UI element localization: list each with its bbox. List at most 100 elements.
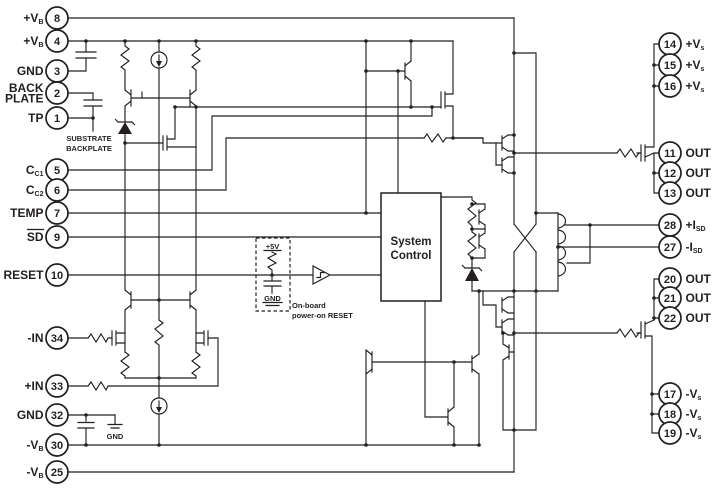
pin-label: OUT	[686, 272, 712, 286]
pin-label: TP	[28, 111, 43, 125]
pin-label: -IN	[28, 331, 44, 345]
pin-1: 1TP	[28, 106, 69, 130]
pin-number: 34	[51, 333, 64, 345]
pin-label: SD	[27, 230, 44, 244]
pin-9: 9 SD	[27, 225, 69, 249]
pin-27: 27 -ISD	[658, 235, 703, 259]
pin-number: 12	[664, 168, 676, 180]
pin-33: 33 +IN	[24, 374, 69, 398]
pin-34: 34 -IN	[28, 326, 69, 350]
pin-number: 10	[51, 270, 63, 282]
gnd-symbol-label: GND	[107, 432, 124, 441]
gnd-5v-label: GND	[264, 294, 281, 303]
pin-21: 21 OUT	[658, 286, 712, 310]
onboard-label-2: power-on RESET	[292, 311, 353, 320]
pin-number: 8	[54, 13, 60, 25]
pin-number: 5	[54, 165, 60, 177]
pin-number: 11	[664, 148, 676, 160]
pin-20: 20 OUT	[658, 267, 712, 291]
pin-label: +ISD	[686, 218, 706, 233]
system-control-block: System Control	[380, 192, 442, 302]
system-control-label-1: System	[391, 236, 432, 248]
pin-number: 9	[54, 232, 60, 244]
pin-number: 15	[664, 60, 676, 72]
pin-number: 14	[664, 39, 677, 51]
pin-number: 7	[54, 208, 60, 220]
substrate-label-1: SUBSTRATE	[66, 134, 111, 143]
pin-number: 2	[54, 88, 60, 100]
system-control-label-2: Control	[391, 250, 432, 262]
pin-label: -Vs	[686, 407, 702, 422]
pin-4: 4 +VB	[23, 29, 69, 53]
pin-number: 6	[54, 185, 60, 197]
pin-label: OUT	[686, 291, 712, 305]
pin-25: 25 -VB	[26, 460, 69, 484]
pin-number: 27	[664, 242, 676, 254]
pin-label: CC1	[26, 163, 44, 178]
pin-label: GND	[17, 64, 44, 78]
pin-10: 10 RESET	[3, 263, 69, 287]
pin-label: RESET	[3, 268, 44, 282]
pin-number: 4	[54, 36, 61, 48]
pin-label: +Vs	[686, 58, 705, 73]
pin-number: 13	[664, 188, 676, 200]
pin-label: GND	[17, 408, 44, 422]
pin-19: 19 -Vs	[658, 421, 702, 445]
pin-label: OUT	[686, 166, 712, 180]
pin-7: 7 TEMP	[10, 201, 69, 225]
pin-number: 20	[664, 274, 676, 286]
pin-number: 17	[664, 389, 676, 401]
pin-number: 28	[664, 220, 676, 232]
pin-label: +VB	[23, 34, 43, 49]
pin-label: +Vs	[686, 37, 705, 52]
schematic-wiring	[67, 17, 660, 473]
onboard-label-1: On-board	[292, 301, 326, 310]
pin-15: 15 +Vs	[658, 53, 705, 77]
pin-12: 12 OUT	[658, 161, 712, 185]
pin-label: -VB	[26, 465, 43, 480]
pin-label: OUT	[686, 186, 712, 200]
pin-number: 19	[664, 428, 676, 440]
pin-3: 3 GND	[17, 59, 69, 83]
pin-number: 18	[664, 409, 676, 421]
pin-28: 28 +ISD	[658, 213, 706, 237]
pin-number: 3	[54, 66, 60, 78]
pin-14: 14 +Vs	[658, 32, 705, 56]
pin-number: 32	[51, 410, 63, 422]
pin-number: 33	[51, 381, 63, 393]
pin-label: OUT	[686, 311, 712, 325]
plus5v-label: +5V	[266, 242, 280, 251]
pin-number: 30	[51, 440, 63, 452]
pin-6: 6 CC2	[26, 178, 69, 202]
pin-8: 8 +VB	[23, 6, 69, 30]
pin-label: -Vs	[686, 387, 702, 402]
pin-32: 32 GND	[17, 403, 69, 427]
pin-number: 25	[51, 467, 63, 479]
pin-number: 16	[664, 81, 676, 93]
pin-label: +IN	[24, 379, 43, 393]
pin-30: 30-VB	[26, 433, 69, 457]
pin-number: 21	[664, 293, 676, 305]
pin-13: 13 OUT	[658, 181, 712, 205]
pin-label: -ISD	[686, 240, 703, 255]
reset-buffer-icon	[312, 265, 332, 285]
pin-label: +VB	[23, 11, 43, 26]
pin-18: 18 -Vs	[658, 402, 702, 426]
substrate-label-2: BACKPLATE	[66, 144, 112, 153]
power-on-reset-circuit: +5V GND On-board power-on RESET	[255, 237, 353, 320]
pin-16: 16+Vs	[658, 74, 705, 98]
pin-number: 22	[664, 313, 676, 325]
pin-label: TEMP	[10, 206, 43, 220]
substrate-backplate-note: SUBSTRATE BACKPLATE GND	[66, 134, 124, 441]
pin-5: 5 CC1	[26, 158, 69, 182]
pin-label: -Vs	[686, 426, 702, 441]
pin-label: CC2	[26, 183, 44, 198]
pin-17: 17 -Vs	[658, 382, 702, 406]
